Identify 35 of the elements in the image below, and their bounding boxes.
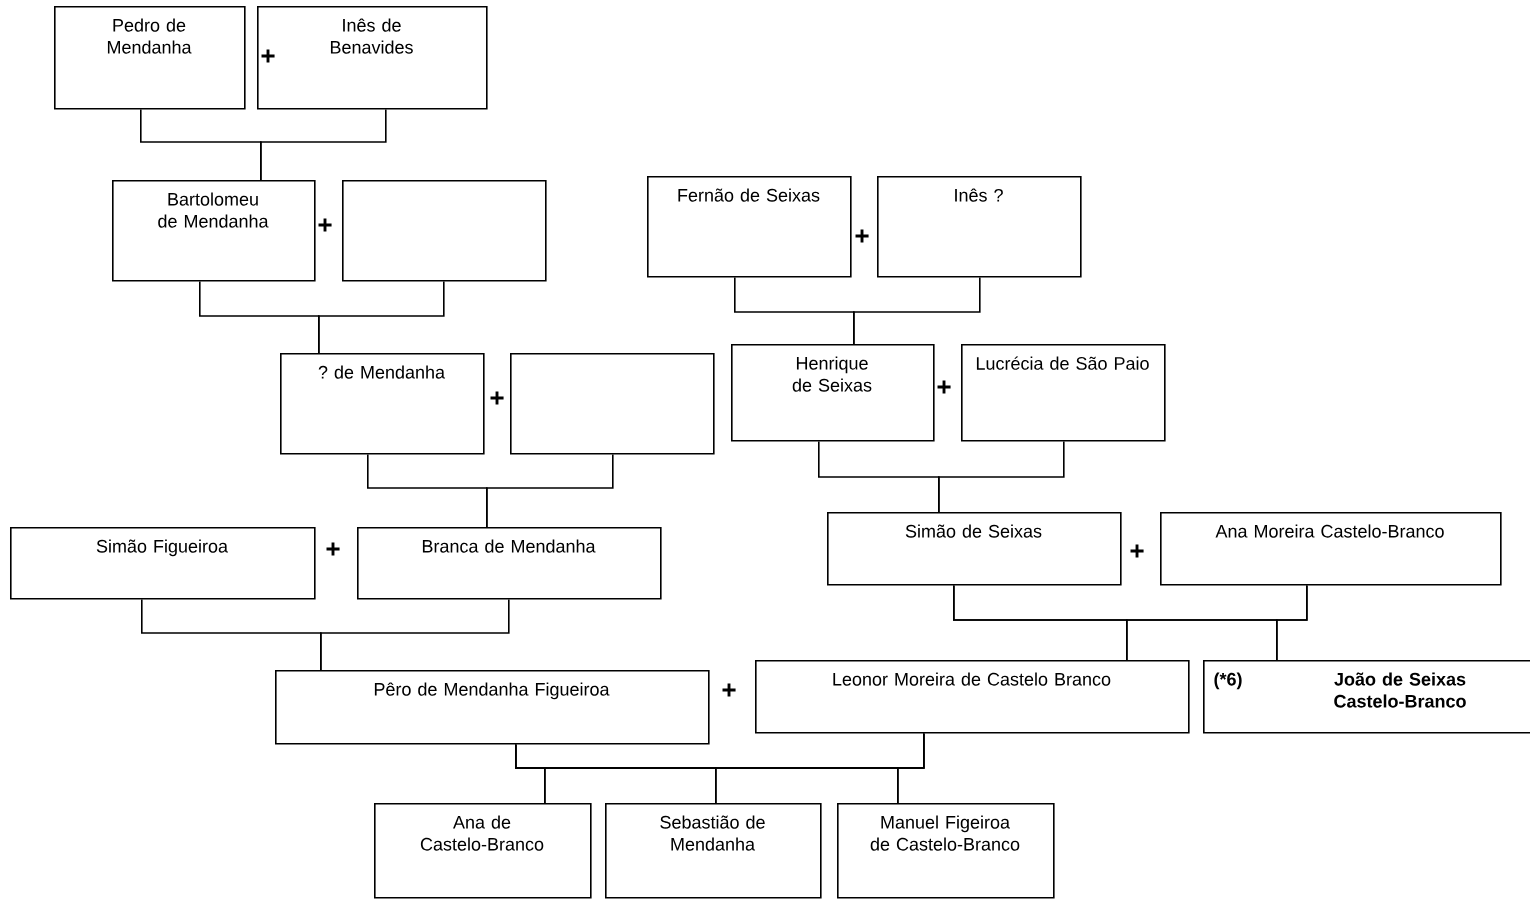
person-box: ? de Mendanha xyxy=(280,353,485,455)
person-box: Simão Figueiroa xyxy=(10,527,316,600)
person-box: Branca de Mendanha xyxy=(357,527,662,600)
person-box: Ana de Castelo-Branco xyxy=(374,803,592,899)
person-box: (*6) João de Seixas Castelo-Branco xyxy=(1203,660,1530,734)
plus-sign: + xyxy=(855,229,869,243)
person-box: Henrique de Seixas xyxy=(731,344,935,442)
person-box: Ana Moreira Castelo-Branco xyxy=(1160,512,1502,586)
person-box: Pedro de Mendanha xyxy=(54,6,246,110)
connector-line xyxy=(938,440,1065,513)
connector-line xyxy=(320,598,510,671)
connector-line xyxy=(1276,584,1308,661)
plus-sign: + xyxy=(490,391,504,405)
plus-sign: + xyxy=(722,683,736,697)
plus-sign: + xyxy=(326,542,340,556)
person-box: Lucrécia de São Paio xyxy=(961,344,1166,442)
plus-sign: + xyxy=(1130,544,1144,558)
connector-line xyxy=(853,276,981,345)
plus-sign: + xyxy=(937,380,951,394)
connector-line xyxy=(318,280,445,354)
person-box: Bartolomeu de Mendanha xyxy=(112,180,316,282)
person-box: Simão de Seixas xyxy=(827,512,1122,586)
person-box: Inês ? xyxy=(877,176,1082,278)
person-box xyxy=(342,180,547,282)
person-box xyxy=(510,353,715,455)
person-box: Pêro de Mendanha Figueiroa xyxy=(275,670,710,745)
plus-sign: + xyxy=(261,49,275,63)
person-box: Leonor Moreira de Castelo Branco xyxy=(755,660,1190,734)
connector-line xyxy=(486,453,614,528)
plus-sign: + xyxy=(318,218,332,232)
person-box: Manuel Figeiroa de Castelo-Branco xyxy=(837,803,1055,899)
connector-line xyxy=(260,108,387,181)
connector-line xyxy=(897,732,925,804)
person-box: Fernão de Seixas xyxy=(647,176,852,278)
person-box: Sebastião de Mendanha xyxy=(605,803,822,899)
